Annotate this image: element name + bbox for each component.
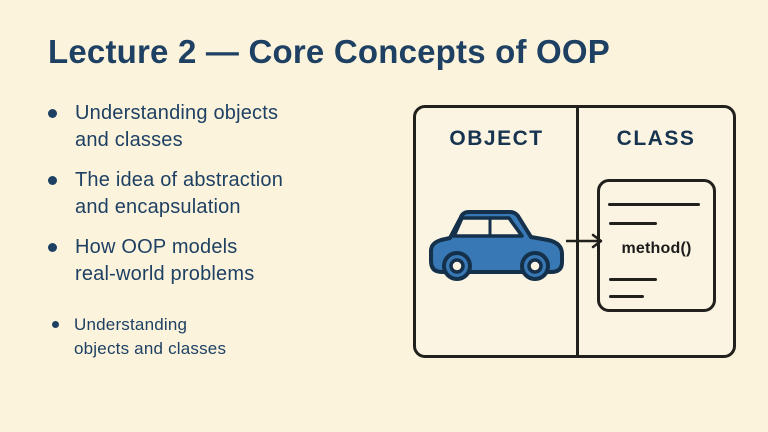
bullet-dot-icon (48, 243, 57, 252)
list-item: Understanding objects and classes (48, 100, 283, 154)
method-label: method() (621, 240, 692, 257)
bullet-list: Understanding objects and classes The id… (48, 100, 283, 301)
bullet-dot-icon (48, 176, 57, 185)
object-class-diagram: OBJECT CLASS method() (413, 105, 736, 358)
object-label: OBJECT (449, 127, 544, 150)
list-item: How OOP models real-world problems (48, 234, 283, 288)
code-line (609, 222, 657, 225)
bullet-text: Understanding objects and classes (75, 102, 279, 151)
car-icon (429, 210, 564, 281)
sub-bullet-text: Understanding objects and classes (74, 315, 227, 358)
class-card: method() (597, 179, 716, 312)
code-line (608, 203, 700, 206)
sub-bullet-item: Understanding objects and classes (52, 313, 226, 361)
page-title: Lecture 2 — Core Concepts of OOP (48, 33, 611, 70)
bullet-text: How OOP models real-world problems (75, 236, 255, 285)
diagram-divider (576, 108, 579, 355)
bullet-dot-icon (52, 321, 59, 328)
right-arrow-icon (566, 233, 603, 249)
bullet-text: The idea of abstraction and encapsulatio… (75, 169, 284, 218)
bullet-dot-icon (48, 109, 57, 118)
code-line (609, 295, 644, 298)
class-label: CLASS (616, 127, 696, 150)
list-item: The idea of abstraction and encapsulatio… (48, 167, 283, 221)
code-line (609, 278, 657, 281)
